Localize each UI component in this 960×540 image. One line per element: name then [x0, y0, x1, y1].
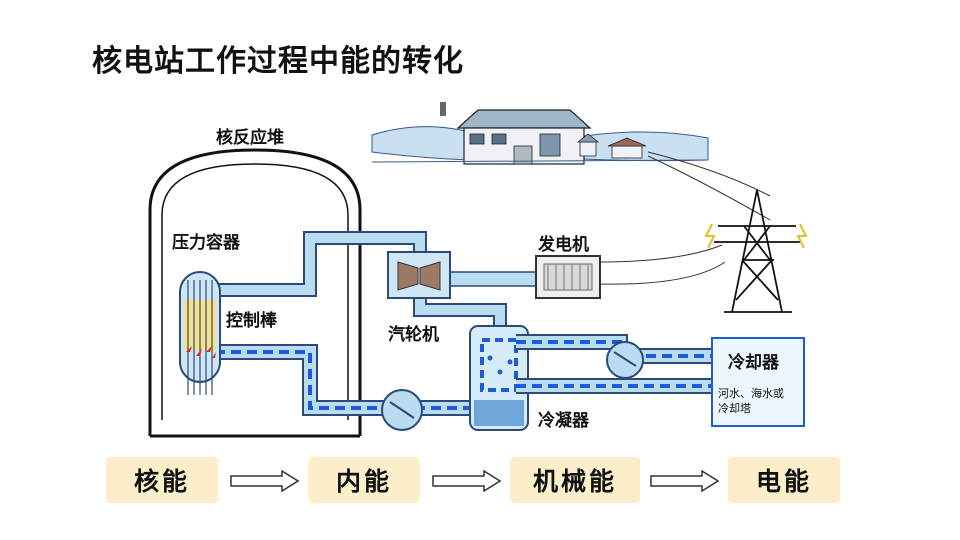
label-generator: 发电机: [537, 234, 589, 255]
arrow-right-icon: [432, 470, 502, 492]
feedwater-loop: [215, 344, 470, 416]
label-condenser: 冷凝器: [538, 410, 590, 431]
steam-pipes: [212, 231, 547, 330]
cooler-box: [711, 337, 805, 427]
label-cooler-note-line1: 河水、海水或: [718, 386, 784, 400]
arrow-right-icon: [650, 470, 720, 492]
step-nuclear-energy: 核能: [106, 457, 218, 503]
page-title: 核电站工作过程中能的转化: [92, 44, 464, 79]
containment-building: [148, 148, 362, 438]
step-electric-energy: 电能: [728, 457, 840, 503]
power-lines: [597, 151, 771, 285]
label-control-rod: 控制棒: [226, 310, 278, 331]
condenser: [469, 325, 529, 431]
turbine: [387, 251, 451, 299]
transmission-tower: [704, 189, 808, 313]
label-turbine: 汽轮机: [388, 324, 439, 345]
pressure-vessel: [179, 271, 221, 395]
landscape-houses-illustration: [371, 102, 709, 165]
label-reactor: 核反应堆: [216, 127, 284, 148]
label-pressure-vessel: 压力容器: [172, 232, 241, 253]
label-cooler-note-line2: 冷却塔: [718, 402, 751, 415]
arrow-right-icon: [230, 470, 300, 492]
cooling-water-loop: [516, 334, 712, 394]
generator: [535, 255, 601, 299]
pump: [381, 389, 423, 431]
step-internal-energy: 内能: [308, 457, 420, 503]
step-mechanical-energy: 机械能: [510, 457, 640, 503]
label-cooler: 冷却器: [728, 352, 780, 373]
